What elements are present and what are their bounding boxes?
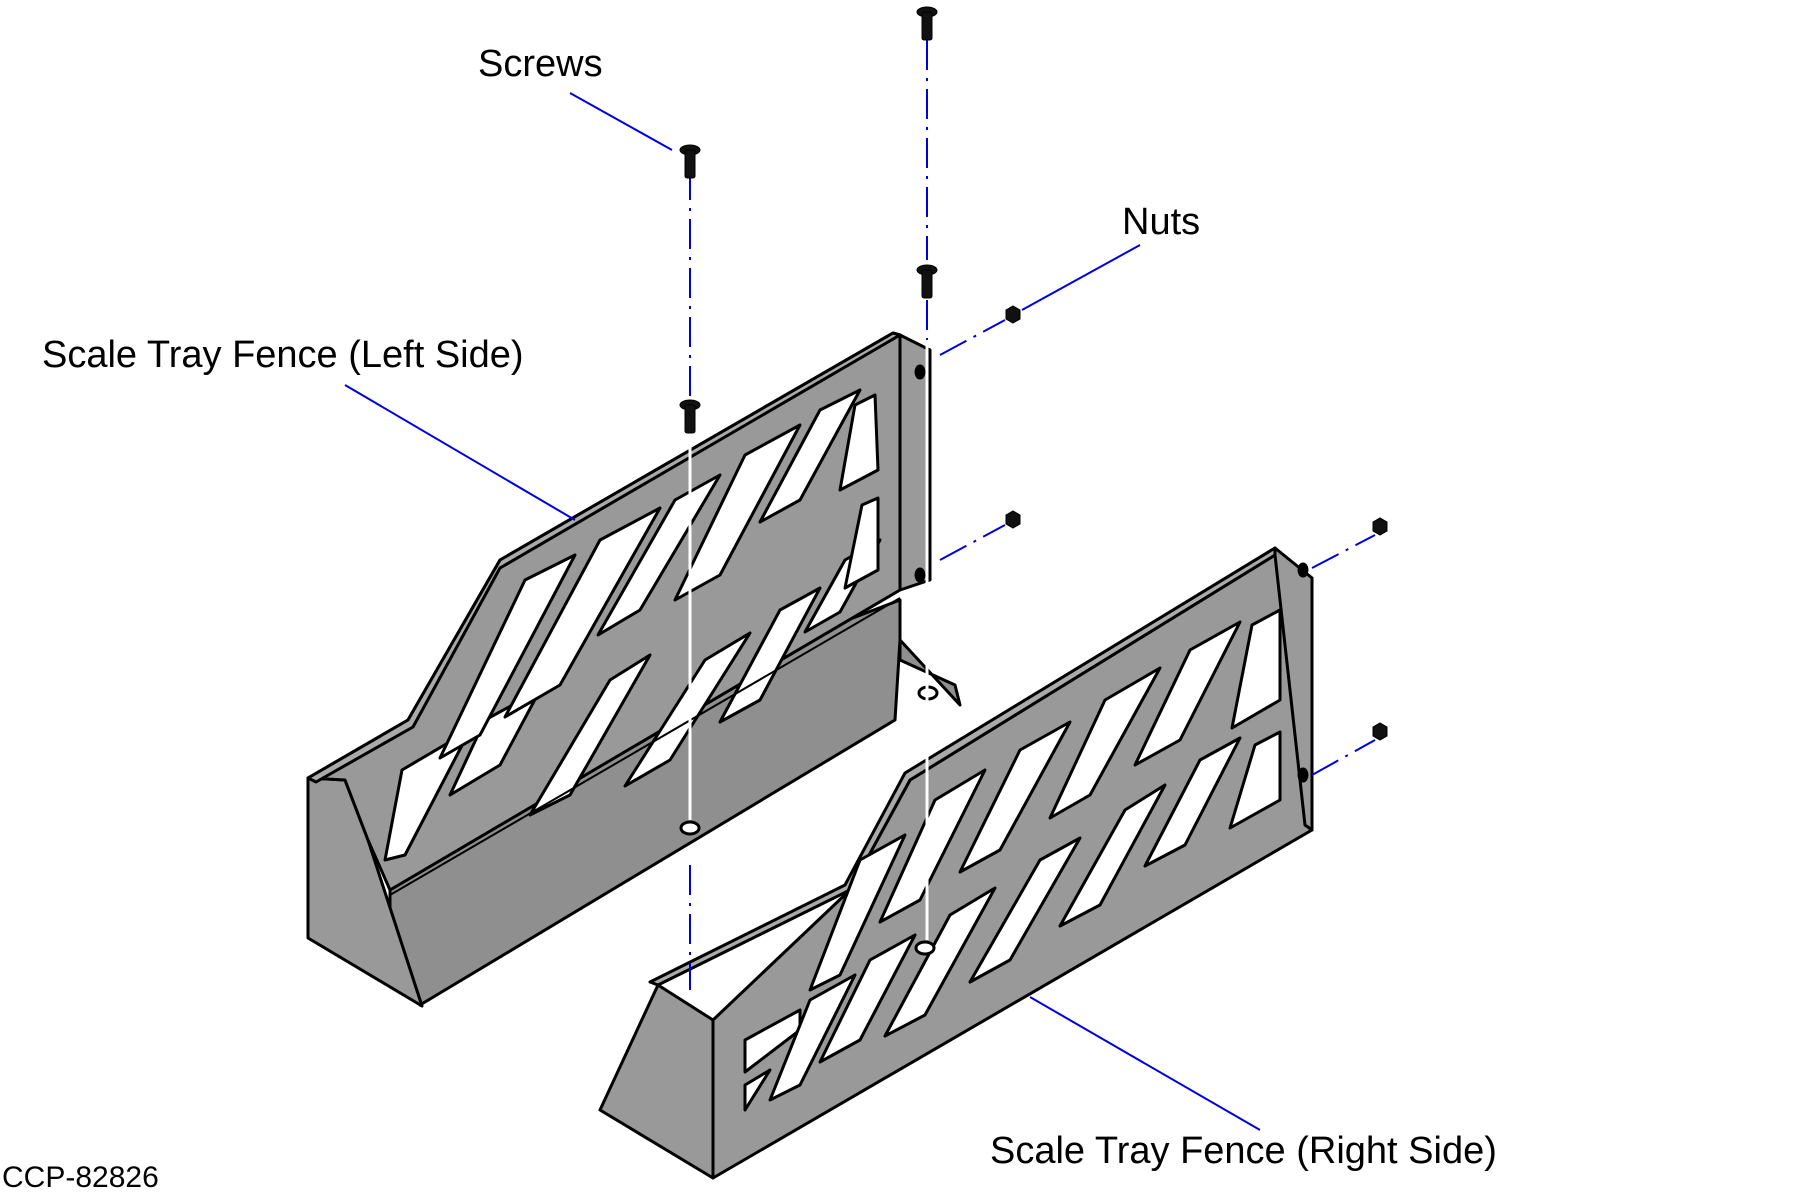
right-fence-leader	[1029, 996, 1261, 1131]
right-fence-label: Scale Tray Fence (Right Side)	[990, 1130, 1497, 1172]
screws-group	[679, 6, 938, 434]
nuts-leader	[1021, 244, 1141, 311]
right-fence-cutout	[808, 833, 907, 992]
screws-label: Screws	[478, 43, 603, 85]
right-fence-tab-hole	[1297, 562, 1309, 578]
screw-icon	[916, 6, 938, 41]
right-fence-cutout	[883, 886, 997, 1038]
nuts-group	[1005, 305, 1388, 741]
nut-icon	[1372, 517, 1388, 536]
nut-centerline	[939, 319, 1006, 356]
nut-centerline	[1311, 534, 1376, 569]
left-fence-tab-hole	[914, 567, 926, 583]
right-fence-cutout	[878, 768, 987, 924]
right-fence-cutout	[958, 720, 1072, 874]
right-fence-cutout	[768, 973, 857, 1102]
left-fence-label: Scale Tray Fence (Left Side)	[42, 334, 524, 376]
right-fence-cutout	[743, 1068, 772, 1112]
nut-centerline	[939, 524, 1006, 561]
nut-icon	[1005, 510, 1021, 529]
right-fence-cutout	[1230, 608, 1282, 730]
right-fence	[598, 546, 1314, 1180]
left-fence-cutout	[758, 388, 862, 524]
left-fence-cutout	[843, 496, 880, 590]
right-fence-cutout	[968, 836, 1082, 984]
assembly-centerlines	[689, 40, 1376, 990]
right-fence-tab-hole	[1297, 767, 1309, 783]
left-fence-cutout	[503, 506, 662, 719]
right-fence-hole	[914, 940, 936, 956]
screw-icon	[679, 399, 701, 434]
left-fence-tab-hole	[914, 364, 926, 380]
screw-icon	[679, 144, 701, 179]
left-fence-tab	[898, 333, 932, 592]
right-fence-cutout	[1048, 666, 1162, 820]
right-fence-cutout	[1058, 783, 1167, 928]
right-fence-cutout	[1143, 736, 1242, 868]
left-fence-cutout	[673, 423, 802, 602]
right-fence-cutout	[818, 933, 917, 1064]
nut-icon	[1005, 305, 1021, 324]
right-fence-end-wall	[598, 983, 715, 1180]
left-fence-cutout	[438, 553, 577, 760]
nut-icon	[1372, 722, 1388, 741]
nuts-label: Nuts	[1122, 201, 1201, 243]
left-fence-leader	[344, 384, 576, 521]
callout-leaders	[344, 92, 1261, 1131]
left-fence-base-seam	[389, 597, 901, 896]
left-fence-cutout	[623, 631, 752, 788]
left-fence-cutout	[528, 653, 652, 817]
figure-id: CCP-82826	[2, 1161, 159, 1194]
right-fence-cutout	[1228, 730, 1282, 830]
screw-icon	[916, 264, 938, 299]
nut-centerline	[1311, 739, 1376, 776]
screws-leader	[569, 92, 673, 151]
left-fence	[306, 331, 962, 1008]
left-fence-hole	[679, 820, 701, 836]
left-fence-cutout	[838, 393, 880, 492]
right-fence-cutout	[1133, 620, 1242, 767]
